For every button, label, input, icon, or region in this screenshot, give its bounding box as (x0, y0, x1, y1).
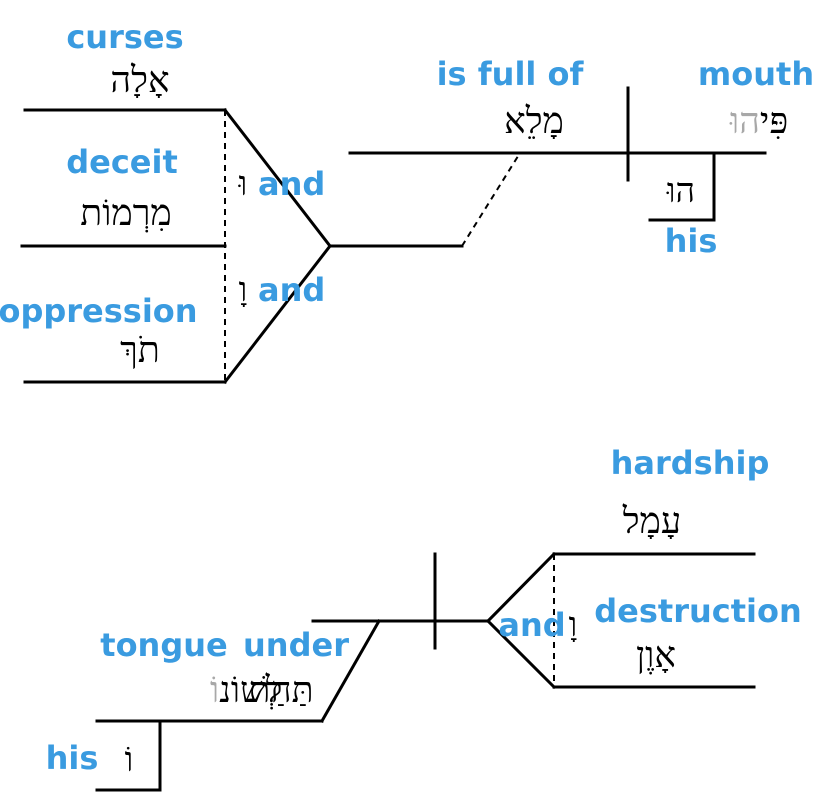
possessive-gloss: his (665, 222, 718, 260)
bottom-conj-hebrew: וָ (569, 605, 578, 645)
top-diagram: curses אָלָה deceit מִרְמוֹת oppression … (0, 18, 814, 385)
subject-hebrew-suffix: הוּ (729, 101, 760, 142)
oppression-hebrew: תֹךְ (120, 330, 160, 371)
possessive-hebrew: הוּ (666, 171, 695, 211)
bottom-diagram: hardship עָמָל destruction אָוֶן and וָ … (46, 444, 802, 792)
destruction-gloss: destruction (594, 592, 802, 630)
subject-gloss: mouth (698, 55, 814, 93)
top-stem-dashed-connector (461, 152, 521, 247)
deceit-gloss: deceit (66, 143, 178, 181)
object-gloss: tongue (100, 626, 227, 664)
subject-hebrew-main: פִּי (760, 101, 788, 142)
hardship-hebrew: עָמָל (622, 501, 682, 542)
bottom-possessive-hebrew: וֹ (125, 740, 134, 780)
verb-hebrew: מָלֵא (504, 101, 564, 142)
preposition-gloss: under (243, 626, 349, 664)
deceit-hebrew: מִרְמוֹת (80, 193, 172, 234)
bottom-fork-upper (485, 551, 557, 624)
top-fork-upper (222, 107, 333, 249)
object-hebrew-main: לְשׁוֹנ (219, 670, 282, 711)
bottom-preposition-slant (319, 618, 382, 724)
subject-hebrew: פִּיהוּ (729, 101, 788, 142)
curses-hebrew: אָלָה (110, 60, 169, 101)
curses-gloss: curses (66, 18, 183, 56)
preposition-hebrew: תַּחַת (248, 670, 313, 711)
verb-gloss: is full of (437, 55, 585, 93)
object-hebrew-suffix: וֹ (210, 670, 219, 711)
top-fork-lower (222, 243, 333, 385)
conj-1-gloss: and (258, 165, 325, 203)
destruction-hebrew: אָוֶן (636, 635, 676, 676)
object-hebrew: לְשׁוֹנוֹ (210, 670, 282, 711)
conj-2-gloss: and (258, 271, 325, 309)
conj-2-hebrew: וָ (239, 270, 248, 310)
oppression-gloss: oppression (0, 292, 198, 330)
conj-1-hebrew: וּ (238, 164, 248, 204)
bottom-fork-lower (485, 618, 557, 690)
bottom-possessive-gloss: his (46, 739, 99, 777)
bottom-conj-gloss: and (498, 606, 565, 644)
hardship-gloss: hardship (611, 444, 770, 482)
